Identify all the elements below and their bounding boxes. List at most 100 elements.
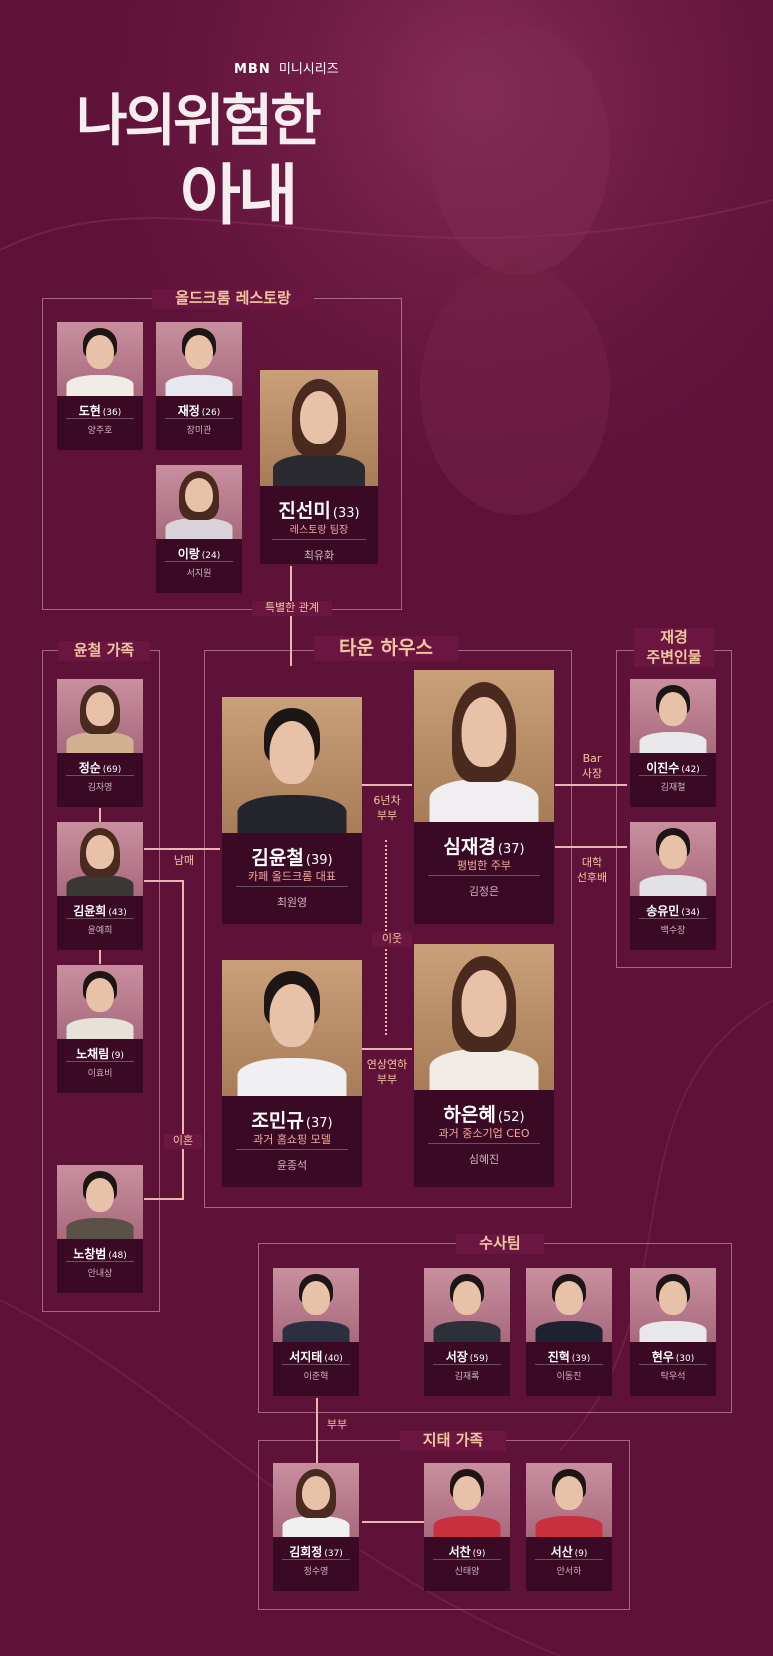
relation-divorce: 이혼 [164,1134,202,1149]
character-name: 서산(9) [526,1543,612,1560]
portrait-face [555,1476,583,1510]
portrait-body [535,1516,603,1537]
age-text: (37) [497,842,525,857]
portrait-body [66,1018,134,1039]
name-text: 하은혜 [443,1104,496,1126]
portrait-nochangbum [57,1165,143,1239]
portrait-face [86,335,114,369]
relation-neighbor: 이웃 [372,932,412,947]
portrait-body [165,518,233,539]
name-text: 조민규 [251,1110,304,1132]
portrait-face [453,1281,481,1315]
divider [236,1149,348,1150]
portrait-leejinsoo [630,679,716,753]
portrait-face [461,697,507,767]
portrait-face [86,978,114,1012]
character-role: 과거 홈쇼핑 모델 [253,1133,331,1146]
character-card-irang: 이랑(24)서지원 [156,465,242,593]
divider [432,1559,502,1560]
portrait-body [66,1218,134,1239]
group-title-jaekyung-1: 재경 [660,628,688,646]
series-label: 미니시리즈 [278,62,339,77]
character-card-seojitae: 서지태(40)이준혁 [273,1268,359,1396]
actor-name: 양주호 [87,426,113,436]
actor-name: 안서하 [556,1567,582,1577]
character-card-kimhoejung: 김회정(37)정수영 [273,1463,359,1591]
character-role: 레스토랑 팀장 [289,525,349,536]
family-line-2 [99,950,101,964]
relation-college: 대학 선후배 [566,856,618,886]
name-text: 심재경 [443,836,496,858]
actor-name: 심혜진 [468,1153,500,1166]
character-name: 이진수(42) [630,759,716,776]
portrait-body [639,732,707,753]
divorce-line-h1 [144,880,184,882]
character-name: 서지태(40) [273,1348,359,1365]
portrait-kimyoonchul [222,697,362,833]
divider [638,918,708,919]
children-line [362,1521,426,1523]
network-logo: MBN [234,62,271,77]
divider [65,1061,135,1062]
portrait-face [269,984,315,1047]
portrait-seojitae [273,1268,359,1342]
group-title-townhouse: 타운 하우스 [314,636,458,661]
divider [432,1364,502,1365]
actor-name: 김재철 [660,783,686,793]
age-text: (37) [305,1116,333,1131]
actor-name: 백수장 [660,926,686,936]
married-line [362,784,412,786]
relation-college-2: 선후배 [576,870,608,884]
character-name: 진선미(33) [260,496,378,523]
college-line [555,846,627,848]
character-card-leejinsoo: 이진수(42) 김재철 [630,679,716,807]
divider [428,875,540,876]
divorce-line-h2 [144,1198,184,1200]
portrait-body [273,454,365,486]
name-text: 노창범 [73,1247,107,1261]
portrait-jungsoon [57,679,143,753]
portrait-jominkyu [222,960,362,1096]
character-role: 평범한 주부 [456,859,512,872]
character-name: 김회정(37) [273,1543,359,1560]
actor-name: 신태양 [454,1567,480,1577]
actor-name: 이효비 [87,1069,113,1079]
relation-couple: 부부 [326,1418,348,1431]
divider [164,418,234,419]
character-card-kimyoonhee: 김윤희(43)윤예희 [57,822,143,950]
character-role: 카페 올드크롬 대표 [248,870,336,883]
portrait-face [453,1476,481,1510]
couple-line [316,1398,318,1464]
portrait-body [282,1516,350,1537]
character-name: 정순(69) [57,759,143,776]
name-text: 김윤희 [73,904,107,918]
relation-older-wife: 연상연하 부부 [358,1058,416,1088]
age-text: (24) [201,551,221,561]
name-text: 노채림 [76,1047,110,1061]
title-line2: 아내 [180,157,298,234]
age-text: (33) [332,506,360,521]
actor-name: 최유화 [303,549,335,562]
age-text: (40) [324,1354,343,1364]
character-name: 서찬(9) [424,1543,510,1560]
age-text: (59) [469,1354,489,1364]
portrait-body [165,375,233,396]
name-text: 김회정 [289,1545,323,1559]
portrait-haeunhye [414,944,554,1090]
age-text: (9) [111,1051,124,1061]
relation-older-wife-1: 연상연하 [366,1058,408,1071]
character-name: 재정(26) [156,402,242,419]
portrait-dohyun [57,322,143,396]
character-card-nochangbum: 노창범(48)안내상 [57,1165,143,1293]
portrait-jinsunmi [260,370,378,486]
actor-name: 윤예희 [87,926,113,936]
portrait-face [461,970,507,1037]
age-text: (34) [681,908,700,918]
portrait-face [659,835,687,869]
character-name: 노창범(48) [57,1245,143,1262]
relation-married6-2: 부부 [376,808,398,822]
divider [65,918,135,919]
